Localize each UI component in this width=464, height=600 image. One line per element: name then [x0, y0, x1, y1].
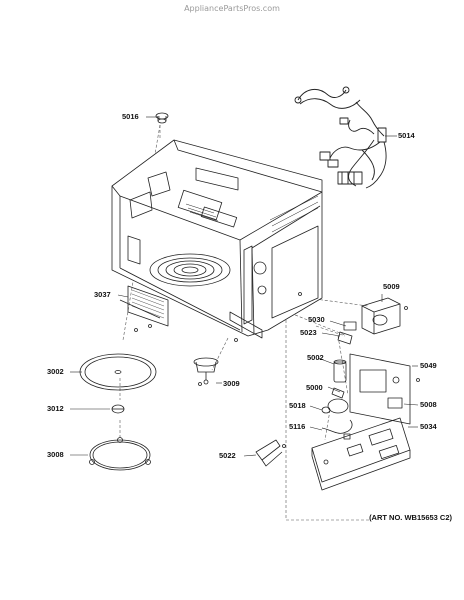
- callout-5000: 5000: [306, 383, 323, 392]
- callout-5016: 5016: [122, 112, 139, 121]
- part-3012-drawing: [111, 404, 125, 414]
- part-5018-drawing: [321, 398, 349, 414]
- callout-5018: 5018: [289, 401, 306, 410]
- part-3037-drawing: [127, 285, 169, 332]
- part-3009-drawing: [193, 357, 219, 385]
- callout-5049: 5049: [420, 361, 437, 370]
- part-5008-drawing: [387, 397, 403, 409]
- part-5016-drawing: [155, 112, 169, 124]
- part-5009-drawing: [361, 297, 401, 335]
- callout-3002: 3002: [47, 367, 64, 376]
- callout-3012: 3012: [47, 404, 64, 413]
- screw-icons: [198, 292, 420, 386]
- callout-5034: 5034: [420, 422, 437, 431]
- callout-5023: 5023: [300, 328, 317, 337]
- callout-leaders: [70, 116, 419, 457]
- part-5116-drawing: [321, 419, 353, 440]
- part-5030-drawing: [343, 321, 357, 331]
- part-5002-drawing: [333, 359, 347, 383]
- part-5000-drawing: [331, 387, 345, 399]
- watermark-text: AppliancePartsPros.com: [184, 4, 280, 13]
- oven-cavity-drawing: [111, 139, 323, 339]
- callout-5008: 5008: [420, 400, 437, 409]
- art-number: (ART NO. WB15653 C2): [369, 513, 452, 522]
- part-5022-drawing: [255, 439, 286, 467]
- part-5034-drawing: [311, 417, 411, 491]
- part-3008-drawing: [89, 437, 151, 471]
- callout-5030: 5030: [308, 315, 325, 324]
- callout-5116: 5116: [289, 422, 306, 431]
- part-5049-drawing: [349, 353, 411, 425]
- callout-5014: 5014: [398, 131, 415, 140]
- callout-3037: 3037: [94, 290, 111, 299]
- part-3002-drawing: [79, 353, 157, 391]
- callout-5009: 5009: [383, 282, 400, 291]
- callout-5022: 5022: [219, 451, 236, 460]
- wire-harness-drawing: [294, 86, 387, 189]
- callout-3009: 3009: [223, 379, 240, 388]
- callout-3008: 3008: [47, 450, 64, 459]
- callout-5002: 5002: [307, 353, 324, 362]
- part-5023-drawing: [337, 331, 353, 345]
